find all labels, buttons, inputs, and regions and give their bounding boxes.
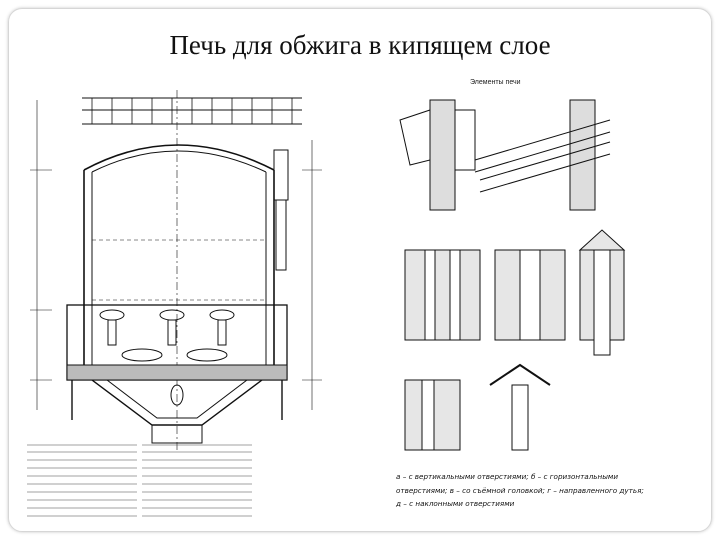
slide-frame <box>8 8 712 532</box>
caption-line: д – с наклонными отверстиями <box>396 499 515 508</box>
caption-line: а – с вертикальными отверстиями; б – с г… <box>396 472 618 481</box>
figure-caption: а – с вертикальными отверстиями; б – с г… <box>396 470 696 511</box>
furnace-section-drawing <box>27 90 322 517</box>
elements-label: Элементы печи <box>470 79 521 86</box>
caption-line: отверстиями; в – со съёмной головкой; г … <box>396 485 644 495</box>
furnace-elements-drawing <box>399 99 626 451</box>
slide-title: Печь для обжига в кипящем слое <box>169 30 551 60</box>
